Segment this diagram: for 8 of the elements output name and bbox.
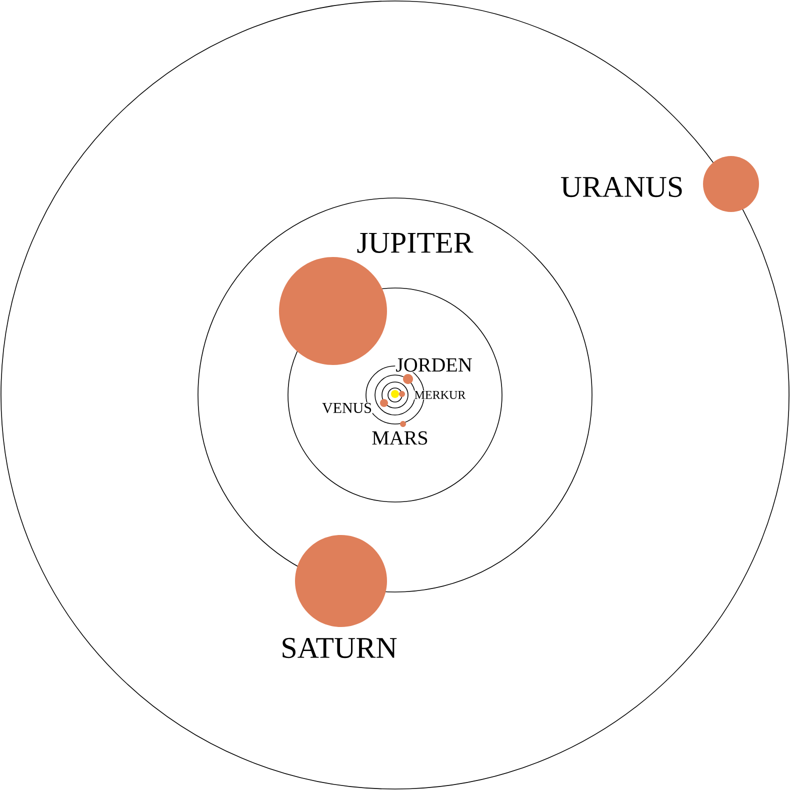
sun-circle [391, 390, 399, 398]
planet-label: JUPITER [356, 232, 474, 254]
planet-label: JORDEN [395, 358, 473, 372]
planet-label: VENUS [322, 402, 372, 414]
planet-label: MERKUR [414, 390, 466, 400]
planet-label: SATURN [280, 637, 398, 659]
planet-label: MARS [371, 430, 429, 446]
planet-label: URANUS [560, 176, 684, 198]
